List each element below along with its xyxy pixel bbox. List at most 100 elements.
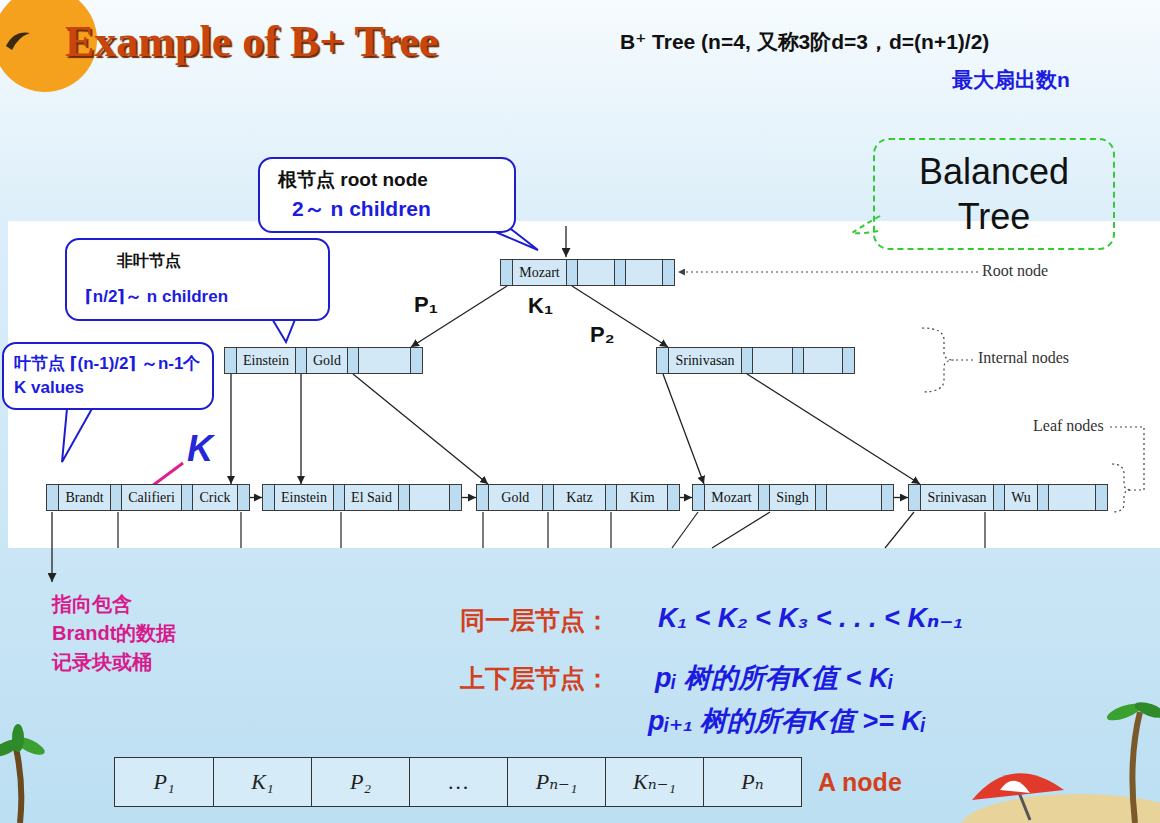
node-caption: A node <box>818 768 902 797</box>
pointer-cell <box>792 348 804 373</box>
callout-text: 根节点 root node <box>278 167 500 193</box>
key-cell: Einstein <box>275 485 333 510</box>
node-field: P₂ <box>311 758 409 806</box>
key-value: Wu <box>1011 490 1031 505</box>
tree-node: Srinivasan Wu <box>908 484 1108 511</box>
callout-text: ⌈n/2⌉～ n children <box>85 286 314 309</box>
slide-title: Example of B+ Tree <box>65 16 438 67</box>
beach-ornament <box>960 699 1160 823</box>
key-value: Gold <box>501 490 529 505</box>
tree-pointer <box>747 374 920 484</box>
key-value: Gold <box>313 353 341 368</box>
key-cell: Srinivasan <box>921 485 993 510</box>
tree-node: Srinivasan <box>656 347 855 374</box>
key-value: El Said <box>351 490 392 505</box>
pointer-cell <box>993 485 1005 510</box>
tree-pointer <box>300 374 301 484</box>
key-cell <box>753 348 792 373</box>
pointer-cell <box>449 485 461 510</box>
key-cell: Gold <box>307 348 347 373</box>
figure-label: Root node <box>982 262 1048 280</box>
tree-pointer <box>572 286 668 347</box>
node-field: P₁ <box>115 758 213 806</box>
rule-formula: pᵢ₊₁ 树的所有K值 >= Kᵢ <box>648 703 926 739</box>
callout-text: 叶节点 ⌈(n-1)/2⌉ ～n-1个 K values <box>14 352 202 400</box>
key-marker: K <box>187 428 213 470</box>
pointer-label: P₁ <box>414 292 438 318</box>
pointer-cell <box>181 485 193 510</box>
leaf-link <box>894 497 908 498</box>
key-cell: Gold <box>489 485 542 510</box>
bracket <box>922 328 954 392</box>
pointer-cell <box>758 485 770 510</box>
pointer-cell <box>333 485 345 510</box>
callout-text: 非叶节点 <box>117 250 314 272</box>
field-name: Pₙ₋₁ <box>536 769 578 795</box>
key-cell <box>359 348 410 373</box>
pointer-cell <box>501 260 513 285</box>
key-cell: Brandt <box>59 485 110 510</box>
key-value: Einstein <box>243 353 289 368</box>
leader-line <box>1110 427 1144 490</box>
pointer-cell <box>881 485 893 510</box>
pointer-cell <box>693 485 705 510</box>
node-field: K₁ <box>213 758 311 806</box>
field-name: Pₙ <box>741 769 763 795</box>
key-value: Mozart <box>711 490 751 505</box>
key-value: Kim <box>630 490 655 505</box>
tree-pointer <box>230 374 231 484</box>
key-cell: Srinivasan <box>669 348 741 373</box>
tree-pointer <box>411 286 507 347</box>
key-cell: Mozart <box>705 485 758 510</box>
header-note: B⁺ Tree (n=4, 又称3阶d=3，d=(n+1)/2) <box>620 28 989 56</box>
callout-bubble: 非叶节点 ⌈n/2⌉～ n children <box>65 238 330 321</box>
pointer-cell <box>815 485 827 510</box>
pointer-cell <box>263 485 275 510</box>
key-value: Brandt <box>65 490 103 505</box>
key-cell: Einstein <box>237 348 295 373</box>
field-name: P₁ <box>153 769 174 795</box>
figure-label: Internal nodes <box>978 349 1069 367</box>
pointer-note: 指向包含 Brandt的数据 记录块或桶 <box>52 590 202 677</box>
key-cell: Wu <box>1005 485 1037 510</box>
leader-line <box>956 359 974 360</box>
key-value: Crick <box>199 490 230 505</box>
pointer-cell <box>657 348 669 373</box>
palm-ornament <box>0 724 47 823</box>
key-value: Mozart <box>519 265 559 280</box>
pointer-cell <box>667 485 679 510</box>
pointer-cell <box>398 485 410 510</box>
pointer-cell <box>110 485 122 510</box>
leaf-link <box>462 497 476 498</box>
pointer-label: P₂ <box>590 322 614 348</box>
key-cell: Kim <box>617 485 667 510</box>
leaf-link <box>250 497 262 498</box>
key-cell: Katz <box>554 485 606 510</box>
pointer-cell <box>410 348 422 373</box>
key-cell <box>626 260 662 285</box>
key-cell: Crick <box>193 485 237 510</box>
rule-heading: 同一层节点： <box>460 604 610 637</box>
tree-node: Brandt Califieri Crick <box>46 484 250 511</box>
root-entry-arrow <box>565 226 566 257</box>
pointer-cell <box>477 485 489 510</box>
leader-line <box>152 463 183 486</box>
pointer-cell <box>662 260 674 285</box>
key-cell <box>1049 485 1095 510</box>
tree-node: Mozart <box>500 259 675 286</box>
leaf-link <box>680 497 692 498</box>
callout-bubble: 叶节点 ⌈(n-1)/2⌉ ～n-1个 K values <box>2 342 214 410</box>
tree-pointer <box>353 374 488 484</box>
callout-tail <box>852 216 882 233</box>
key-value: Califieri <box>128 490 175 505</box>
key-value: Srinivasan <box>675 353 734 368</box>
node-layout: P₁K₁P₂…Pₙ₋₁Kₙ₋₁Pₙ <box>114 757 802 807</box>
tree-node: Gold Katz Kim <box>476 484 680 511</box>
figure-label: Leaf nodes <box>1033 417 1104 435</box>
tree-node: MozartSingh <box>692 484 894 511</box>
key-cell <box>410 485 449 510</box>
